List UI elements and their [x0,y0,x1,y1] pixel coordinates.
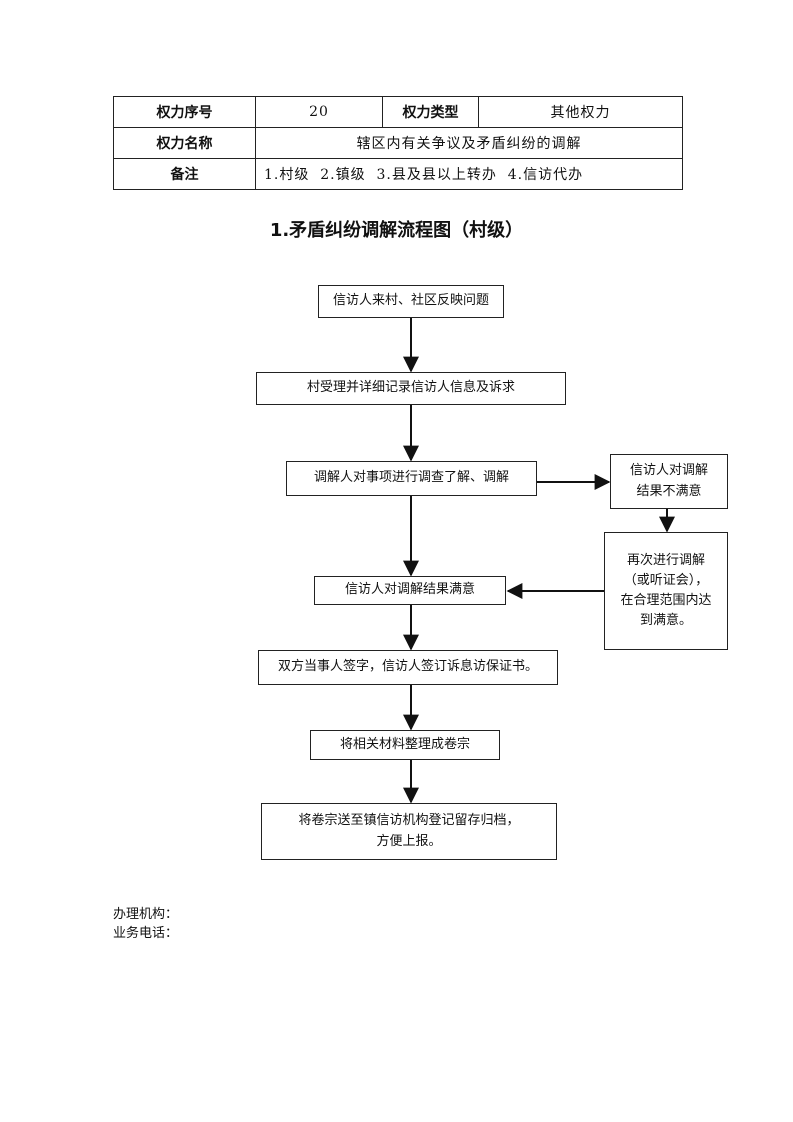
step-compile-file: 将相关材料整理成卷宗 [310,730,500,760]
remarks-value: 1.村级 2.镇级 3.县及县以上转办 4.信访代办 [255,158,683,190]
step-archive: 将卷宗送至镇信访机构登记留存归档， 方便上报。 [261,803,557,860]
side-retry-mediation: 再次进行调解 （或听证会）， 在合理范围内达 到满意。 [604,532,728,650]
step-investigate-mediate: 调解人对事项进行调查了解、调解 [286,461,537,496]
power-info-table: 权力序号 20 权力类型 其他权力 权力名称 辖区内有关争议及矛盾纠纷的调解 备… [113,96,683,190]
power-name-value: 辖区内有关争议及矛盾纠纷的调解 [255,127,683,159]
table-row: 权力名称 辖区内有关争议及矛盾纠纷的调解 [113,127,683,159]
agency-label: 办理机构： [113,907,179,922]
step-report-issue: 信访人来村、社区反映问题 [318,285,504,318]
table-row: 权力序号 20 权力类型 其他权力 [113,96,683,128]
step-satisfied: 信访人对调解结果满意 [314,576,506,605]
power-number-label: 权力序号 [113,96,256,128]
step-village-accept: 村受理并详细记录信访人信息及诉求 [256,372,566,405]
step-sign-agreement: 双方当事人签字，信访人签订诉息访保证书。 [258,650,558,685]
power-type-value: 其他权力 [478,96,683,128]
phone-label: 业务电话： [113,926,179,941]
side-dissatisfied: 信访人对调解 结果不满意 [610,454,728,509]
power-number-value: 20 [255,96,383,128]
table-row: 备注 1.村级 2.镇级 3.县及县以上转办 4.信访代办 [113,158,683,190]
page-title: 1.矛盾纠纷调解流程图（村级） [269,220,524,241]
remarks-label: 备注 [113,158,256,190]
